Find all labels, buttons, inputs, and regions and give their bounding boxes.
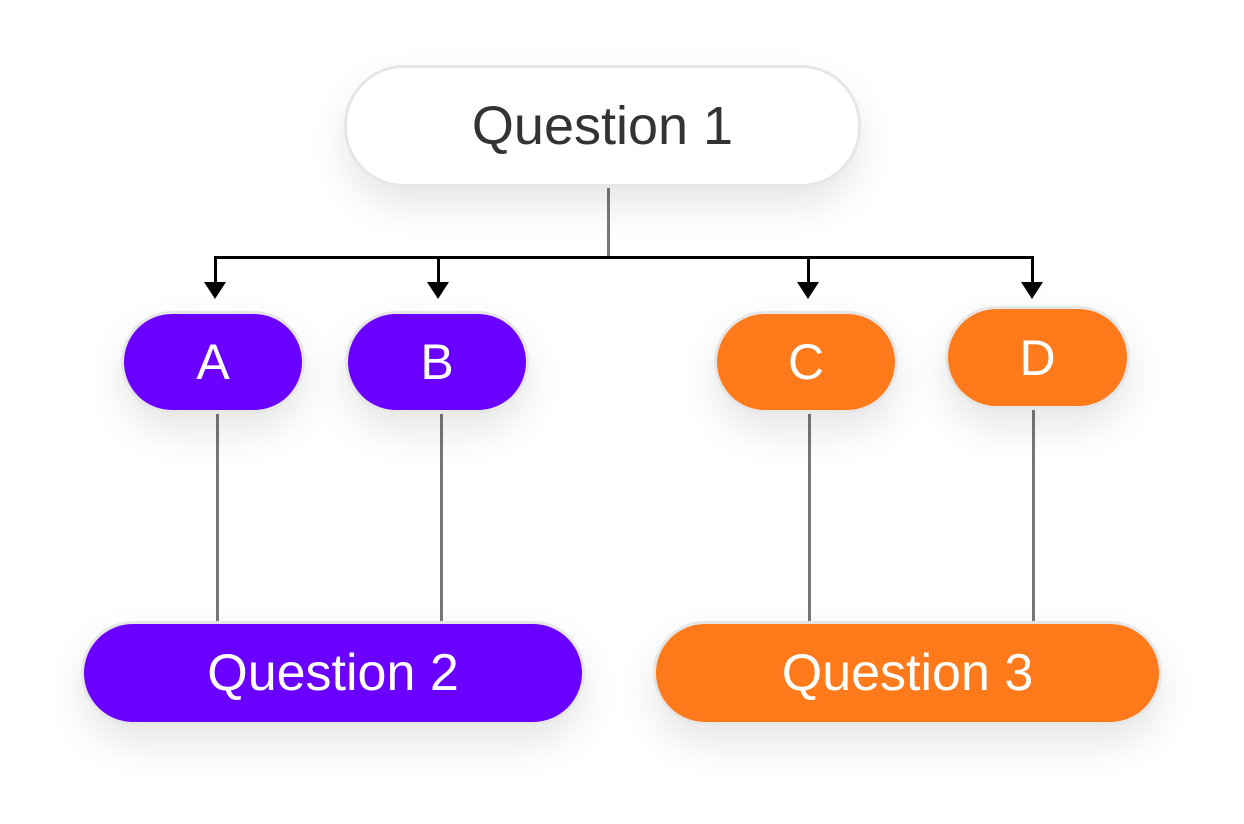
arrow-stem-d (1031, 256, 1034, 286)
connector-a-q2 (216, 414, 219, 622)
node-question-1: Question 1 (344, 65, 861, 187)
node-option-b: B (345, 311, 529, 413)
node-question-2: Question 2 (81, 621, 585, 725)
arrow-down-icon (1021, 282, 1043, 299)
node-question-3: Question 3 (653, 621, 1162, 725)
connector-b-q2 (440, 414, 443, 622)
connector-c-q3 (808, 414, 811, 622)
connector-d-q3 (1032, 410, 1035, 622)
arrow-stem-b (437, 256, 440, 286)
arrow-down-icon (204, 282, 226, 299)
branch-bar (214, 256, 1034, 259)
root-stem (607, 188, 610, 258)
arrow-stem-a (214, 256, 217, 286)
arrow-down-icon (427, 282, 449, 299)
arrow-stem-c (807, 256, 810, 286)
arrow-down-icon (797, 282, 819, 299)
node-option-c: C (714, 311, 898, 413)
node-option-d: D (945, 306, 1130, 409)
node-option-a: A (121, 311, 305, 413)
